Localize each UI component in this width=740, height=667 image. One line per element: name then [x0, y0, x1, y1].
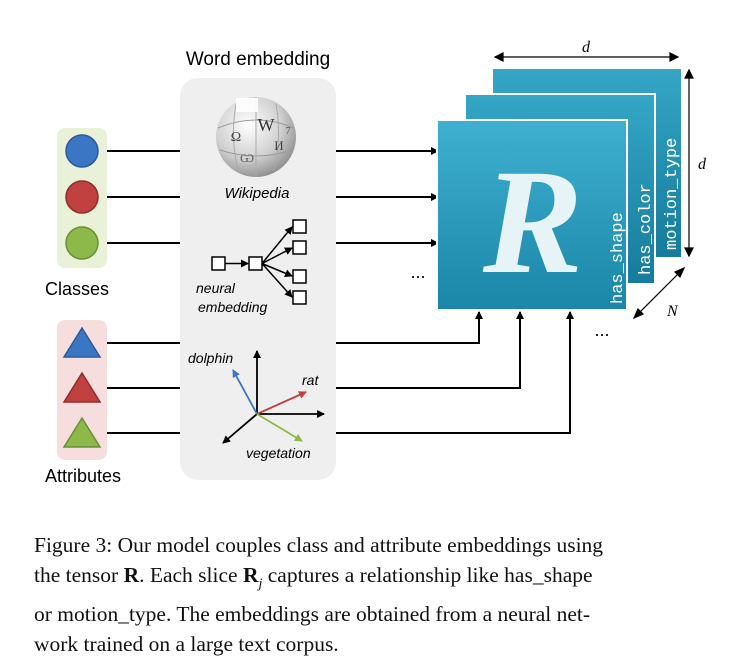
class-output-arrows: [336, 147, 439, 247]
dimension-n-arrow: [632, 266, 686, 320]
dimension-n-label: N: [666, 303, 679, 320]
class-red-circle: [65, 180, 99, 214]
caption-line-2-c: captures a relationship like has_shape: [262, 563, 593, 587]
dimension-d-top-arrow: [493, 52, 680, 62]
dimension-d-top-label: d: [582, 39, 591, 56]
slice-label-has-color: has_color: [637, 183, 656, 275]
input-lines: [107, 150, 180, 434]
ellipsis-left: ...: [410, 262, 425, 282]
caption-line-2-b: . Each slice: [139, 563, 243, 587]
wiki-glyph-w: W: [258, 115, 275, 135]
tensor-slice-has-shape: [436, 119, 628, 311]
figure-caption: Figure 3: Our model couples class and at…: [34, 530, 706, 659]
neural-label-line2: embedding: [198, 299, 267, 315]
attribute-green-triangle: [62, 416, 102, 448]
vegetation-label: vegetation: [246, 445, 311, 461]
caption-tensor-r: R: [123, 563, 140, 587]
wiki-glyph-omega2: Ѡ: [240, 151, 254, 165]
wiki-glyph-omega: Ω: [231, 130, 241, 145]
attribute-red-triangle: [62, 371, 102, 403]
dolphin-label: dolphin: [188, 350, 233, 366]
vegetation-vector-arrow: [256, 413, 303, 442]
dolphin-vector-arrow: [232, 369, 258, 415]
wiki-glyph-i: И: [274, 138, 283, 153]
dimension-d-side-label: d: [698, 156, 707, 173]
attributes-label: Attributes: [45, 466, 121, 486]
rat-label: rat: [302, 372, 319, 388]
word-embedding-title: Word embedding: [186, 49, 330, 70]
attribute-output-arrows: [336, 311, 574, 434]
caption-line-1: Figure 3: Our model couples class and at…: [34, 533, 604, 557]
attribute-blue-triangle: [62, 326, 102, 358]
ellipsis-bottom: ...: [594, 320, 609, 340]
slice-label-motion-type: motion_type: [663, 138, 682, 250]
classes-label: Classes: [45, 279, 109, 299]
caption-slice-r: R: [242, 563, 259, 587]
word-embedding-panel: [180, 78, 336, 480]
caption-line-2-a: the tensor: [34, 563, 124, 587]
caption-line-2: the tensor R. Each slice Rj captures a r…: [34, 560, 706, 599]
class-blue-circle: [65, 134, 99, 168]
neural-network-icon: [211, 219, 307, 305]
wikipedia-label: Wikipedia: [225, 185, 290, 202]
dimension-d-side-arrow: [684, 68, 694, 258]
slice-label-has-shape: has_shape: [609, 212, 628, 304]
vector-space-icon: [222, 350, 325, 444]
neural-label-line1: neural: [196, 280, 236, 296]
caption-line-3: or motion_type. The embeddings are obtai…: [34, 602, 591, 627]
wikipedia-globe-icon: W Ω И Ѡ 7: [216, 97, 296, 177]
class-green-circle: [65, 226, 99, 260]
rat-vector-arrow: [256, 391, 307, 415]
wiki-glyph-seven: 7: [286, 126, 291, 137]
caption-slice-subscript: j: [258, 576, 263, 592]
figure-diagram: Word embedding Classes Attributes W Ω И …: [45, 39, 707, 486]
tensor-letter: R: [482, 139, 583, 305]
caption-line-4: work trained on a large text corpus.: [34, 632, 339, 657]
